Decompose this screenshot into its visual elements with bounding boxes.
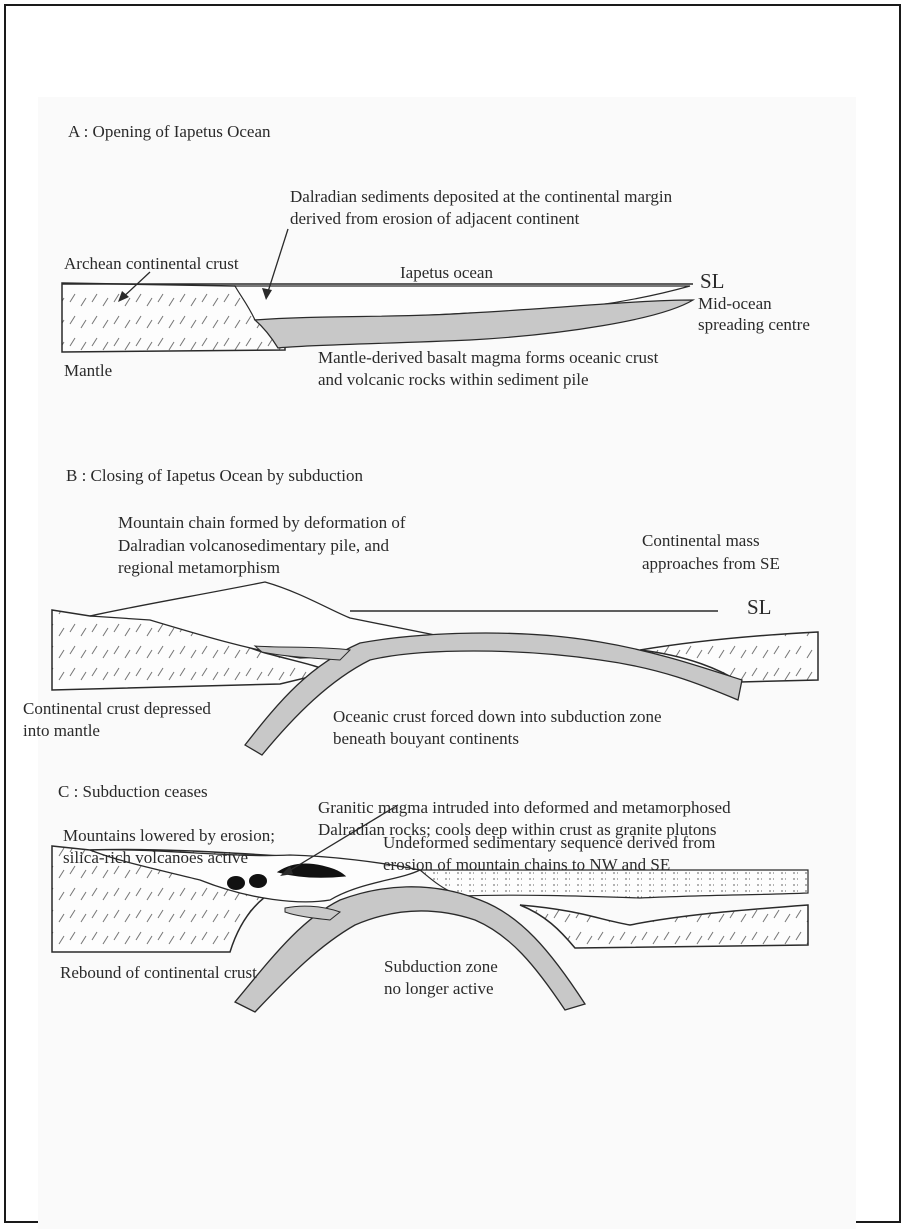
sea-level-label-b: SL [747, 596, 772, 618]
mantle-label: Mantle [64, 360, 112, 382]
mountains-lowered-label-line1: Mountains lowered by erosion; [63, 825, 275, 847]
granitic-label-line1: Granitic magma intruded into deformed an… [318, 797, 731, 819]
subduction-zone-label-line2: no longer active [384, 978, 494, 1000]
basalt-label-line2: and volcanic rocks within sediment pile [318, 369, 589, 391]
continental-mass-label-line1: Continental mass [642, 530, 760, 552]
granite-pluton-1 [227, 876, 245, 890]
mid-ocean-label-line1: Mid-ocean [698, 293, 772, 315]
rebound-label: Rebound of continental crust [60, 962, 257, 984]
panel-b-heading: B : Closing of Iapetus Ocean by subducti… [66, 465, 363, 487]
undeformed-label-line1: Undeformed sedimentary sequence derived … [383, 832, 715, 854]
continental-mass-label-line2: approaches from SE [642, 553, 780, 575]
mountain-label-line2: Dalradian volcanosedimentary pile, and [118, 535, 389, 557]
dalradian-label-line2: derived from erosion of adjacent contine… [290, 208, 579, 230]
depressed-crust-label-line1: Continental crust depressed [23, 698, 211, 720]
oceanic-crust-label-line2: beneath bouyant continents [333, 728, 519, 750]
sea-level-label-a: SL [700, 270, 725, 292]
mountains-lowered-label-line2: silica-rich volcanoes active [63, 847, 248, 869]
subduction-zone-label-line1: Subduction zone [384, 956, 498, 978]
panel-a-heading: A : Opening of Iapetus Ocean [68, 121, 271, 143]
panel-c-heading: C : Subduction ceases [58, 781, 208, 803]
se-continental-crust-c [520, 905, 808, 948]
granite-pluton-2 [249, 874, 267, 888]
mid-ocean-label-line2: spreading centre [698, 314, 810, 336]
mountain-label-line1: Mountain chain formed by deformation of [118, 512, 406, 534]
iapetus-ocean-label: Iapetus ocean [400, 262, 493, 284]
dalradian-label-line1: Dalradian sediments deposited at the con… [290, 186, 672, 208]
undeformed-label-line2: erosion of mountain chains to NW and SE [383, 854, 670, 876]
archean-label: Archean continental crust [64, 253, 239, 275]
oceanic-crust-label-line1: Oceanic crust forced down into subductio… [333, 706, 662, 728]
panel-a-cross-section [62, 229, 693, 352]
mountain-label-line3: regional metamorphism [118, 557, 280, 579]
basalt-label-line1: Mantle-derived basalt magma forms oceani… [318, 347, 658, 369]
depressed-crust-label-line2: into mantle [23, 720, 100, 742]
